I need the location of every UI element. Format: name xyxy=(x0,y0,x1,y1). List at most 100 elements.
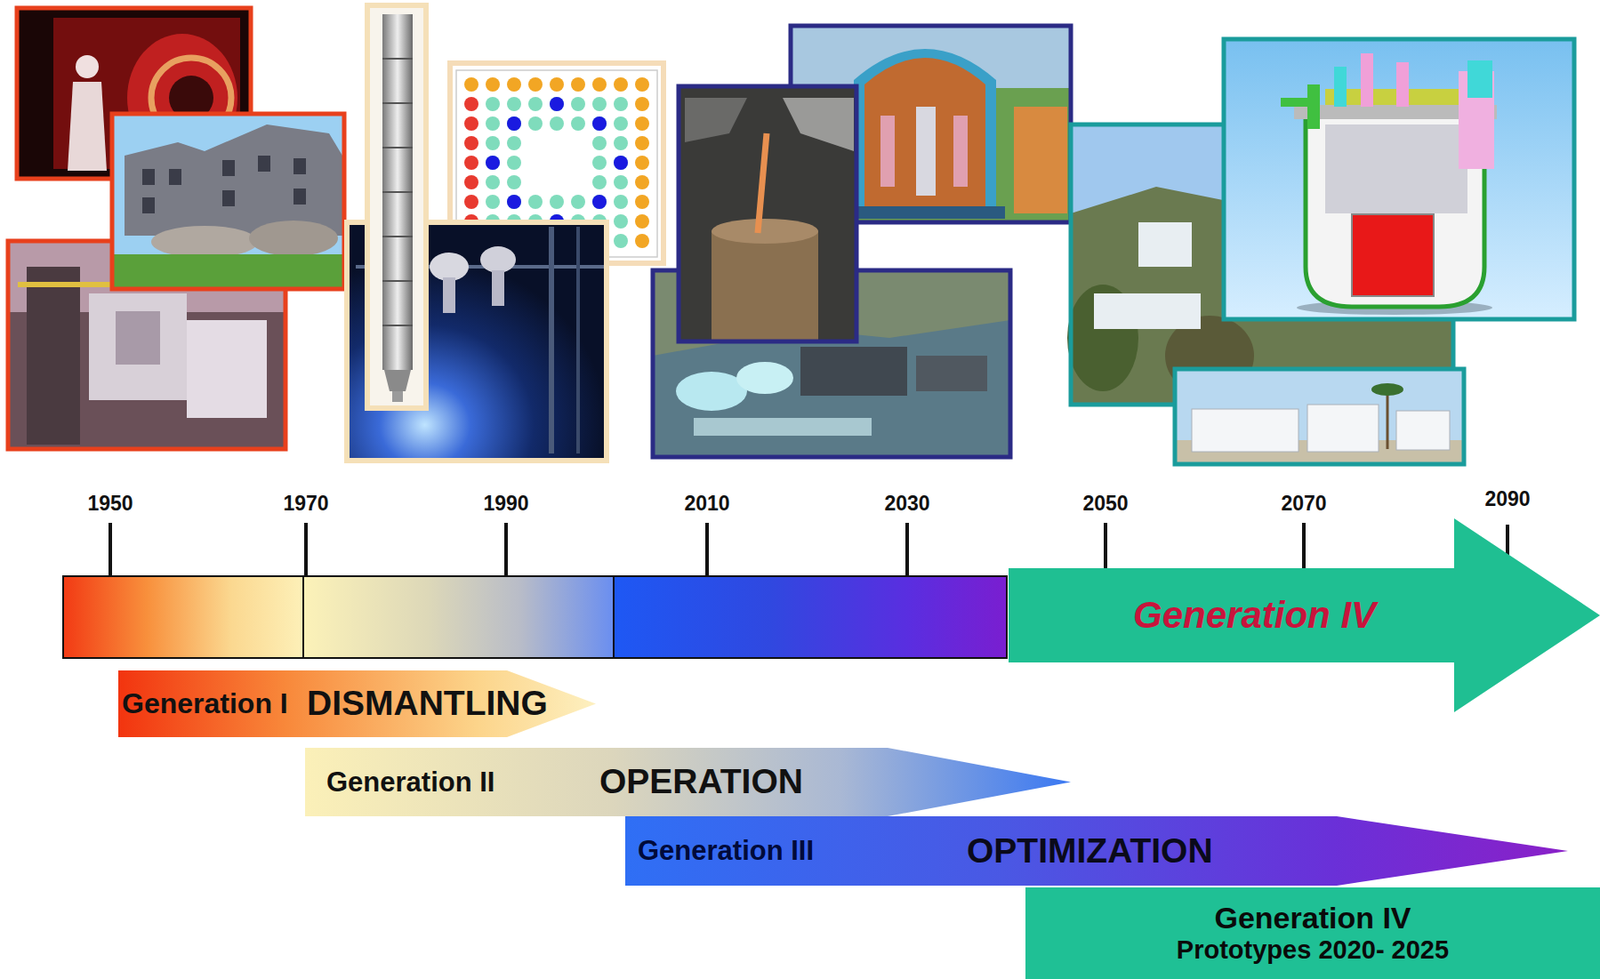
generation-iii-band: Generation IIIOPTIMIZATION xyxy=(625,816,1568,886)
photo-fuel-rod-part-part xyxy=(382,57,413,60)
photo-fuel-assembly-grid-part-part xyxy=(592,194,607,210)
year-tick-part xyxy=(1302,522,1306,571)
year-label-holder: 2030 xyxy=(844,491,970,516)
photo-reactor-pool-part xyxy=(429,252,469,282)
photo-gen4-reactor-vessel-part xyxy=(1280,97,1317,107)
photo-gen4-reactor-vessel-part xyxy=(1223,39,1575,320)
photo-containment-cutaway-part xyxy=(916,106,936,196)
band-fill xyxy=(305,747,1071,817)
year-label-holder: 2090 xyxy=(1445,487,1570,512)
photo-plant-aerial-part xyxy=(693,418,872,436)
generation-name: Generation III xyxy=(637,835,814,868)
photo-old-plant-part xyxy=(124,124,343,236)
photo-reactor-pool-part xyxy=(548,226,555,454)
photo-fuel-rod-part xyxy=(392,391,403,403)
year-tick-part xyxy=(705,522,709,577)
photo-fuel-rod-part xyxy=(384,369,411,392)
year-label: 2050 xyxy=(1082,491,1128,515)
photo-research-buildings-part xyxy=(1174,369,1464,465)
timeline-bar-part xyxy=(63,576,304,659)
photo-fuel-rod-part xyxy=(367,5,427,409)
photo-research-site-part xyxy=(1138,222,1192,267)
photo-containment-cutaway-part xyxy=(1013,106,1068,214)
year-label: 2070 xyxy=(1280,491,1327,515)
photo-old-plant-part xyxy=(293,188,306,205)
year-label: 2090 xyxy=(1484,487,1530,511)
photo-gen4-reactor-vessel-part xyxy=(1467,60,1493,98)
photo-fuel-rod-part xyxy=(367,5,427,409)
photo-old-plant-part xyxy=(168,168,182,185)
photo-old-plant-part xyxy=(142,168,155,185)
photo-containment-cutaway-part xyxy=(953,115,968,187)
photo-fuel-assembly-grid-part xyxy=(524,133,589,193)
photo-hot-cell-part xyxy=(75,55,99,79)
generation-i-band: Generation IDISMANTLING xyxy=(118,670,596,738)
band-fill xyxy=(625,816,1568,886)
phase-label: DISMANTLING xyxy=(306,683,548,724)
photo-reactor-pool-part xyxy=(491,270,505,306)
photo-vessel-forging-part xyxy=(711,231,819,342)
year-label-holder: 1990 xyxy=(443,491,569,516)
photo-containment-cutaway-part xyxy=(864,57,986,214)
photo-research-buildings xyxy=(1174,369,1464,465)
photo-hot-cell-part xyxy=(67,81,107,171)
generation-name: Generation IV xyxy=(1214,900,1411,936)
photo-old-plant-part xyxy=(249,220,338,257)
photo-fuel-assembly-grid-part xyxy=(631,94,653,251)
photo-containment-cutaway-part xyxy=(853,48,997,214)
generation-ii-band: Generation IIOPERATION xyxy=(305,747,1071,817)
photo-fuel-rod-part-part xyxy=(382,191,413,193)
photo-vessel-forging-part xyxy=(684,97,748,143)
photo-gen4-reactor-vessel-part xyxy=(1396,62,1409,107)
year-label: 1970 xyxy=(282,491,329,515)
photo-fuel-assembly-grid-part xyxy=(460,74,653,95)
photo-fuel-assembly-grid-part-part xyxy=(592,116,607,131)
photo-plant-aerial-part xyxy=(916,355,988,392)
year-label-holder: 2010 xyxy=(644,491,770,516)
photo-old-plant-part xyxy=(112,113,345,290)
photo-fuel-rod-part-part xyxy=(382,280,413,282)
band-fill xyxy=(1025,887,1600,979)
photo-research-buildings-part xyxy=(1371,383,1404,396)
generation-iv-arrow: Generation IV xyxy=(1008,518,1600,713)
photo-old-plant-part xyxy=(293,158,306,175)
timeline-bar-part xyxy=(302,576,305,659)
year-label: 2010 xyxy=(683,491,730,515)
photo-vessel-forging-part xyxy=(711,218,819,244)
photo-gen4-reactor-vessel xyxy=(1223,39,1575,320)
photo-fuel-rod xyxy=(367,5,427,409)
photo-dismantling-room-part xyxy=(186,320,267,419)
photo-gen4-reactor-vessel-part xyxy=(1325,124,1468,214)
photo-fuel-assembly-grid-part-part xyxy=(613,155,628,170)
timeline-bar xyxy=(63,576,1007,659)
photo-old-plant-part xyxy=(151,225,258,258)
photo-research-buildings-part xyxy=(1191,409,1299,452)
photo-plant-aerial-part xyxy=(800,346,908,396)
timeline-bar-part xyxy=(613,576,1007,659)
year-label-holder: 2070 xyxy=(1241,491,1367,516)
photo-vessel-forging-part xyxy=(782,97,854,152)
photo-gen4-reactor-vessel-part xyxy=(1334,66,1347,107)
photo-old-plant-part xyxy=(142,197,155,214)
photo-research-buildings-part xyxy=(1396,410,1450,451)
photo-research-site-part xyxy=(1093,293,1201,330)
year-label: 1990 xyxy=(482,491,529,515)
photo-vessel-forging xyxy=(678,86,857,342)
photo-reactor-pool-part xyxy=(576,226,580,454)
band-fill xyxy=(118,670,596,738)
photo-fuel-assembly-grid-part xyxy=(485,96,628,229)
generation-iv-prototypes-box: Generation IVPrototypes 2020- 2025 xyxy=(1025,887,1600,979)
photo-containment-cutaway-part xyxy=(844,206,1006,219)
photo-old-plant-part xyxy=(112,113,345,290)
photo-gen4-reactor-vessel-part xyxy=(1223,39,1575,320)
photo-research-buildings-part xyxy=(1307,404,1379,452)
photo-fuel-rod-part-part xyxy=(382,146,413,149)
photo-plant-aerial-part xyxy=(675,371,748,411)
photo-dismantling-room-part xyxy=(26,266,81,445)
photo-gen4-reactor-vessel-part xyxy=(1305,115,1485,307)
year-label-holder: 1950 xyxy=(48,491,173,516)
generation-name: Generation II xyxy=(326,766,495,799)
prototype-dates: Prototypes 2020- 2025 xyxy=(1176,935,1449,965)
year-tick-part xyxy=(905,522,909,577)
